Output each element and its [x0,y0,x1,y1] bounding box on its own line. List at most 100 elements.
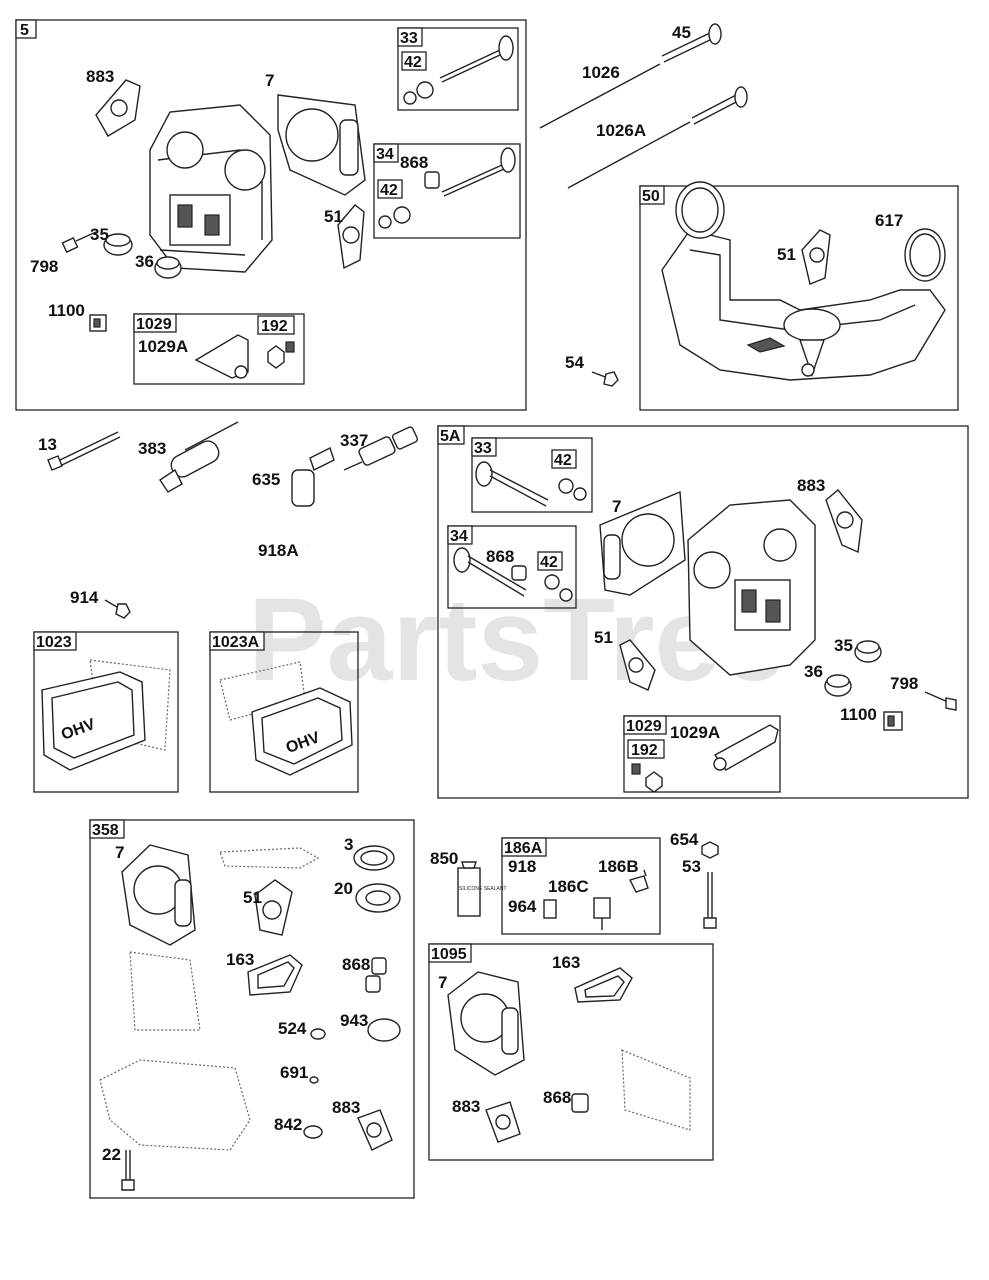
group-5A: 5A 33 42 34 868 42 [437,425,969,799]
group-34-label: 34 [376,146,394,163]
part-cover-gasket-b[interactable] [621,1049,691,1131]
label-943: 943 [340,1011,368,1030]
part-186B-fitting[interactable] [628,869,649,893]
group-1023-label: 1023 [36,634,72,651]
part-1029A-rocker-arm[interactable] [194,334,249,379]
part-635-boot[interactable] [291,447,335,507]
group-42b-label: 42 [380,182,398,199]
part-36-spring[interactable] [154,256,182,279]
part-883d-gasket[interactable] [485,1101,521,1143]
part-798b-bolt[interactable] [924,691,957,711]
label-918A: 918A [258,541,299,560]
label-883d: 883 [452,1097,480,1116]
label-20: 20 [334,879,353,898]
part-883c-gasket[interactable] [357,1109,393,1151]
part-34-valve[interactable] [424,147,516,197]
label-914: 914 [70,588,99,607]
part-1026-pushrod[interactable] [539,63,661,129]
part-7c-head-gasket[interactable] [121,844,196,946]
part-1100-clip[interactable] [89,314,107,332]
part-1029Ab-rocker-arm[interactable] [713,724,779,771]
part-943-ring[interactable] [367,1018,401,1042]
part-798-bolt[interactable] [61,231,97,253]
part-883b-gasket[interactable] [825,489,863,554]
part-valve-cover[interactable]: OHV [41,671,146,771]
part-691-ring[interactable] [309,1076,319,1084]
label-524: 524 [278,1019,307,1038]
label-45: 45 [672,23,691,42]
part-33-valve[interactable] [439,35,514,83]
part-7-head-gasket[interactable] [277,94,366,196]
part-intake-manifold[interactable] [661,229,946,381]
part-883-gasket[interactable] [95,79,141,137]
part-850-sealant[interactable]: SILICONE SEALANT [457,861,507,917]
part-964-plug[interactable] [543,899,557,919]
part-36b-spring[interactable] [824,674,852,697]
label-3: 3 [344,835,353,854]
group-192b-label: 192 [631,742,658,759]
part-42b-retainer[interactable] [378,206,411,229]
part-35b-spring[interactable] [854,640,882,663]
part-654-nut[interactable] [701,841,719,859]
part-51c-gasket[interactable] [619,639,656,691]
label-842: 842 [274,1115,302,1134]
part-crankcase-gasket[interactable] [99,1059,251,1151]
part-53-stud[interactable] [703,872,717,929]
label-186B: 186B [598,857,639,876]
part-51d-gasket[interactable] [254,879,293,936]
label-7c: 7 [115,843,124,862]
group-1029-label: 1029 [136,316,172,333]
label-798b: 798 [890,674,918,693]
part-1026A-pushrod[interactable] [567,86,748,189]
part-842-ring[interactable] [303,1125,323,1139]
part-20-seal[interactable] [355,883,401,913]
group-50: 50 617 51 [639,181,959,411]
part-868c-seal[interactable] [365,957,387,993]
part-192b-nut[interactable] [631,763,663,793]
part-7d-head-gasket[interactable] [447,971,525,1076]
part-42c-retainer[interactable] [558,478,587,501]
part-617-gasket[interactable] [904,228,946,282]
part-163a-gasket[interactable] [247,954,303,996]
part-337-spark-plug[interactable] [343,426,419,471]
part-186C-fitting[interactable] [593,897,611,930]
part-51b-gasket[interactable] [801,229,831,285]
part-918-tube[interactable] [510,848,602,892]
group-186A: 186A 918 186B 186C 964 [501,837,661,935]
part-34b-valve[interactable] [453,547,527,597]
part-33b-valve[interactable] [475,461,549,507]
label-883: 883 [86,67,114,86]
part-42-retainer[interactable] [403,81,434,105]
part-1100b-clip[interactable] [883,711,903,731]
part-13-bolt[interactable] [47,431,121,471]
part-524-ring[interactable] [310,1028,326,1040]
part-914-screw[interactable] [104,599,131,619]
part-383-glow-plug[interactable] [159,421,239,493]
group-1095-label: 1095 [431,946,467,963]
part-51-gasket[interactable] [337,204,365,270]
part-918A-hose[interactable] [302,544,324,621]
part-cylinder-head-b[interactable] [687,499,816,676]
label-868c: 868 [342,955,370,974]
part-cover-gasket[interactable] [129,951,201,1031]
part-163b-gasket[interactable] [574,967,633,1003]
label-654: 654 [670,830,699,849]
part-192-nut[interactable] [267,341,295,369]
label-635: 635 [252,470,280,489]
label-691: 691 [280,1063,308,1082]
part-valve-cover-a[interactable]: OHV [251,687,353,776]
group-1023: 1023 OHV [33,631,179,793]
part-ring-gasket-left[interactable] [675,181,725,239]
part-7b-head-gasket[interactable] [599,490,686,596]
label-883b: 883 [797,476,825,495]
part-manifold-gasket[interactable] [219,847,320,869]
part-cylinder-head[interactable] [149,104,273,273]
label-1100: 1100 [48,301,85,320]
part-3-seal[interactable] [353,845,395,871]
part-42d-retainer[interactable] [544,574,573,602]
part-45-valve[interactable] [661,23,722,63]
part-54-bolt[interactable] [591,371,619,387]
part-22-stud[interactable] [121,1150,135,1191]
part-35-spring[interactable] [103,233,133,256]
part-868d-seal[interactable] [571,1093,589,1113]
